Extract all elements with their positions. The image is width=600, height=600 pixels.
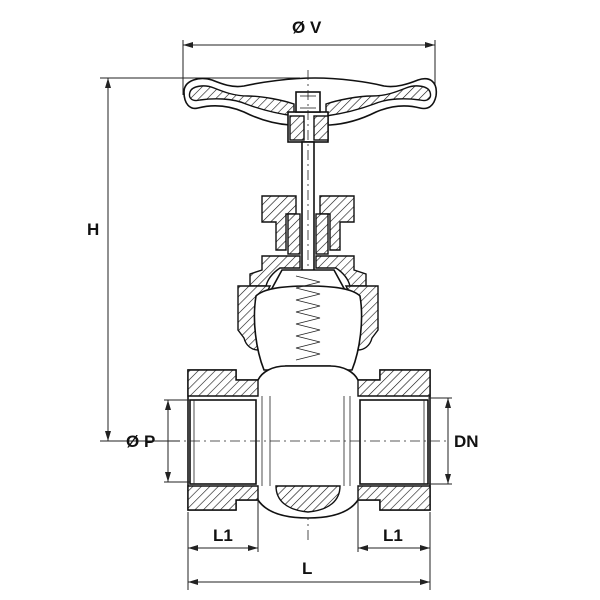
label-height: H — [87, 220, 99, 239]
valve-body-lower — [150, 365, 450, 519]
label-l1-right: L1 — [383, 526, 403, 545]
dimension-dn — [428, 397, 452, 485]
label-diameter-p: Ø P — [126, 432, 155, 451]
dimension-l1-left — [187, 500, 259, 590]
label-diameter-v: Ø V — [292, 18, 322, 37]
dimension-l1-right — [357, 500, 431, 590]
gland-nut — [261, 195, 355, 255]
valve-body-upper — [237, 285, 379, 371]
dimension-length — [188, 579, 430, 585]
label-l1-left: L1 — [213, 526, 233, 545]
spring — [295, 275, 321, 361]
dimension-diameter-p — [164, 399, 190, 483]
handwheel — [183, 77, 438, 143]
label-dn: DN — [454, 432, 479, 451]
label-length: L — [302, 559, 312, 578]
